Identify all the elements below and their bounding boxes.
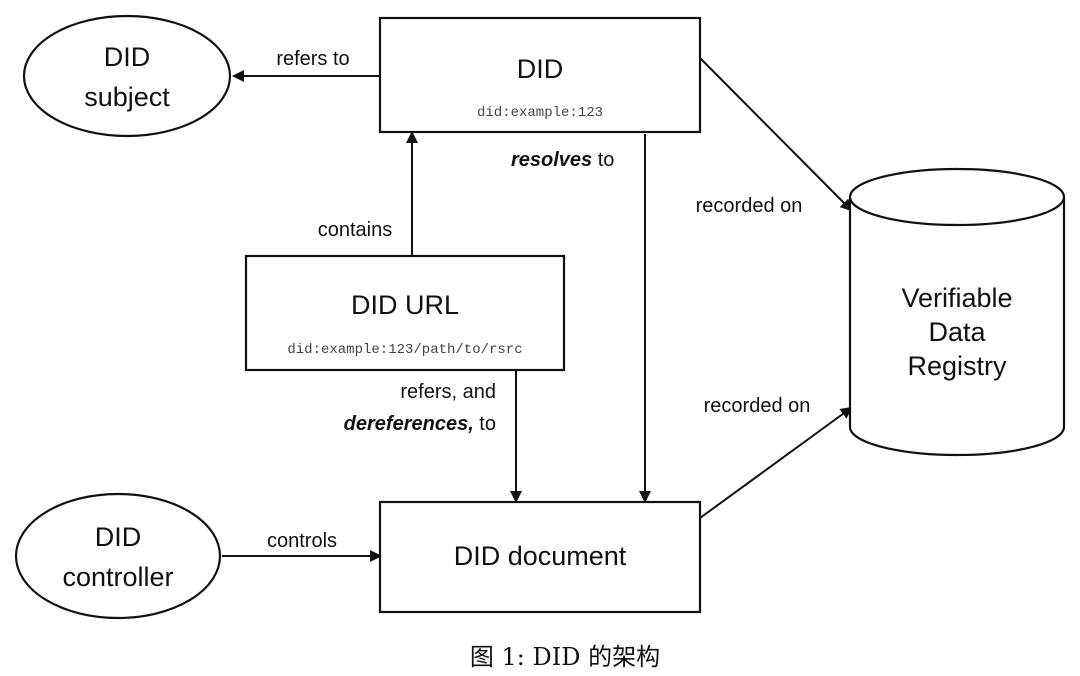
did-document-node	[378, 500, 702, 614]
did-url-example-code: did:example:123/path/to/rsrc	[287, 342, 522, 358]
registry-label-line3: Registry	[907, 351, 1007, 381]
did-url-node	[244, 254, 566, 372]
edge-label-dereferences-rest: to	[474, 413, 496, 435]
did-node	[378, 16, 702, 134]
edge-label-controls: controls	[267, 530, 337, 552]
did-controller-label-line1: DID	[95, 522, 142, 552]
did-subject-label-line1: DID	[104, 42, 151, 72]
did-url-title: DID URL	[351, 290, 459, 320]
edge-label-dereferences-strong: dereferences,	[344, 413, 474, 435]
edge-did-recorded-on-registry	[699, 57, 853, 212]
did-controller-node	[14, 492, 222, 620]
registry-node	[848, 167, 1066, 457]
figure-caption: 图 1: DID 的架构	[470, 643, 660, 671]
edge-label-resolves-to: resolves to	[511, 149, 614, 171]
did-example-code: did:example:123	[477, 105, 603, 121]
edge-label-refers-and: refers, and	[400, 381, 496, 403]
edge-label-contains: contains	[318, 219, 393, 241]
did-subject-node	[22, 14, 232, 138]
edge-label-dereferences-to: dereferences, to	[344, 413, 496, 435]
edge-label-refers-to: refers to	[276, 48, 349, 70]
edge-label-resolves-rest: to	[592, 149, 614, 171]
did-title: DID	[517, 54, 564, 84]
did-subject-label-line2: subject	[84, 82, 170, 112]
did-document-title: DID document	[454, 541, 627, 571]
edge-label-recorded-on-bottom: recorded on	[704, 395, 811, 417]
edge-label-resolves-strong: resolves	[511, 149, 592, 171]
edge-document-recorded-on-registry	[699, 406, 853, 519]
did-controller-label-line2: controller	[62, 562, 173, 592]
registry-label-line2: Data	[928, 317, 986, 347]
registry-label-line1: Verifiable	[901, 283, 1012, 313]
edge-label-recorded-on-top: recorded on	[696, 195, 803, 217]
registry-cylinder-top	[848, 167, 1066, 227]
registry-cylinder-body	[848, 197, 1066, 457]
